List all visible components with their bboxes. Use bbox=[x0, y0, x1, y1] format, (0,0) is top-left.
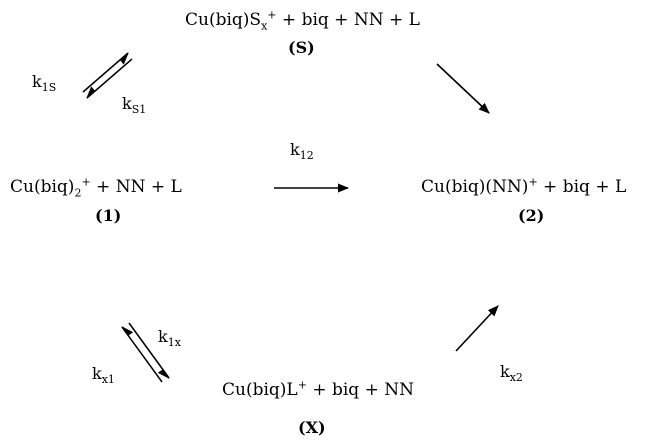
species-2-prefix: Cu(biq)(NN) bbox=[421, 177, 529, 197]
rate-kx2-subscript: x2 bbox=[509, 371, 523, 385]
rate-kx2-base: k bbox=[500, 362, 510, 381]
species-1-subscript: 2 bbox=[74, 186, 82, 200]
rate-k1s: k1S bbox=[32, 72, 57, 95]
species-2-formula: Cu(biq)(NN)+ + biq + L bbox=[421, 175, 627, 197]
equilibrium-1x-forward-arrow bbox=[128, 322, 170, 379]
rate-k1x-subscript: 1x bbox=[167, 336, 181, 350]
species-s-prefix: Cu(biq)S bbox=[185, 10, 262, 30]
species-1-prefix: Cu(biq) bbox=[10, 177, 75, 197]
species-s-subscript: x bbox=[261, 19, 268, 33]
species-x-prefix: Cu(biq)L bbox=[222, 380, 298, 400]
rate-k1x-base: k bbox=[158, 327, 168, 346]
equilibrium-1s-forward-arrow bbox=[82, 52, 129, 93]
species-x-formula: Cu(biq)L+ + biq + NN bbox=[222, 378, 414, 400]
equilibrium-1s-reverse-arrow bbox=[86, 58, 133, 99]
rate-kx2: kx2 bbox=[500, 362, 523, 385]
rate-kx1-base: k bbox=[92, 364, 102, 383]
species-1-label: (1) bbox=[95, 206, 122, 225]
species-1-rest: + NN + L bbox=[90, 177, 182, 197]
rate-k12-subscript: 12 bbox=[299, 149, 314, 163]
arrow-x-to-2 bbox=[455, 305, 499, 352]
species-2-rest: + biq + L bbox=[537, 177, 627, 197]
rate-ks1: kS1 bbox=[122, 94, 147, 117]
rate-ks1-base: k bbox=[122, 94, 132, 113]
rate-kx1-subscript: x1 bbox=[101, 373, 115, 387]
species-2-charge: + bbox=[528, 175, 538, 189]
species-x-charge: + bbox=[297, 378, 307, 392]
species-s-rest: + biq + NN + L bbox=[276, 10, 420, 30]
rate-k12: k12 bbox=[290, 140, 314, 163]
rate-k1s-subscript: 1S bbox=[41, 81, 57, 95]
rate-k1s-base: k bbox=[32, 72, 42, 91]
rate-ks1-subscript: S1 bbox=[131, 103, 147, 117]
species-s-formula: Cu(biq)Sx+ + biq + NN + L bbox=[185, 8, 420, 33]
species-s-label: (S) bbox=[288, 38, 315, 57]
arrow-s-to-2 bbox=[436, 63, 490, 114]
species-1-formula: Cu(biq)2+ + NN + L bbox=[10, 175, 182, 200]
species-x-label: (X) bbox=[298, 418, 326, 437]
species-1-charge: + bbox=[81, 175, 91, 189]
species-s-charge: + bbox=[267, 8, 277, 22]
species-x-rest: + biq + NN bbox=[306, 380, 414, 400]
rate-kx1: kx1 bbox=[92, 364, 115, 387]
rate-k1x: k1x bbox=[158, 327, 181, 350]
rate-k12-base: k bbox=[290, 140, 300, 159]
species-2-label: (2) bbox=[518, 206, 545, 225]
equilibrium-1x-reverse-arrow bbox=[121, 326, 163, 383]
